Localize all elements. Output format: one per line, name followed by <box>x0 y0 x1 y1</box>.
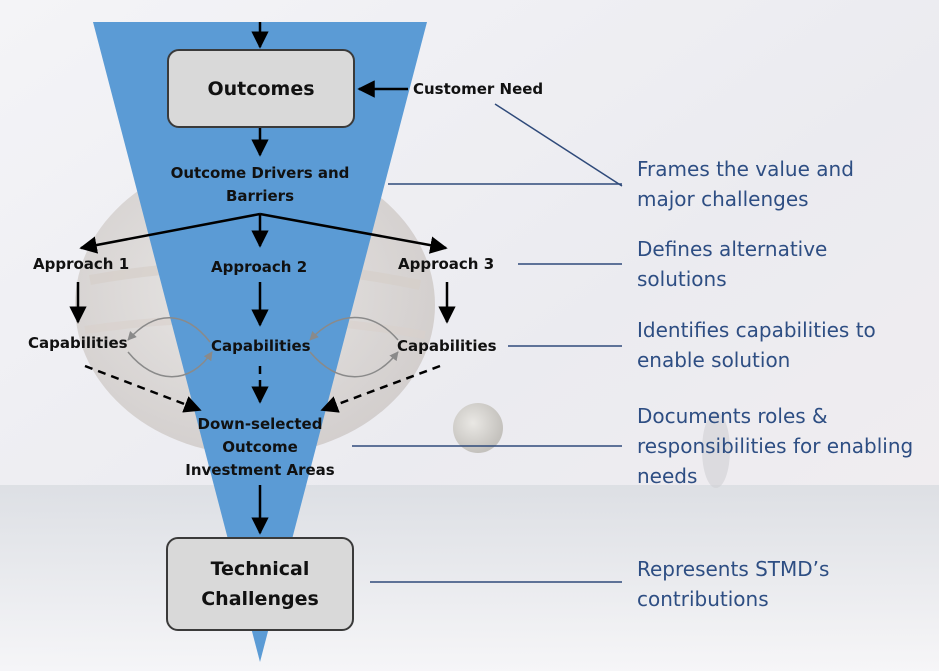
annotation-defines-solutions: Defines alternative solutions <box>637 234 827 294</box>
down-selected-line3: Investment Areas <box>185 461 335 479</box>
outcome-drivers-label: Outcome Drivers and Barriers <box>160 162 360 208</box>
exchange-arrow-right-lower <box>309 351 399 378</box>
approach-3-label: Approach 3 <box>398 255 495 273</box>
exchange-arrow-right-upper <box>309 316 399 341</box>
customer-need-label: Customer Need <box>413 80 544 98</box>
funnel-triangle <box>93 22 427 662</box>
capabilities-3-label: Capabilities <box>397 337 497 355</box>
exchange-arrow-left-upper <box>127 317 211 343</box>
outcomes-box: Outcomes <box>167 49 355 128</box>
annotation-frames-value: Frames the value and major challenges <box>637 154 854 214</box>
annotation-line: Frames the value and <box>637 157 854 181</box>
dashed-arrow-capabilities-1 <box>84 364 202 413</box>
annotation-line: contributions <box>637 587 769 611</box>
annotation-represents-stmd: Represents STMD’s contributions <box>637 554 829 614</box>
outcome-drivers-line2: Barriers <box>226 187 294 205</box>
arrow-to-approach-3 <box>259 212 448 254</box>
down-selected-line2: Outcome <box>222 438 298 456</box>
exchange-arrow-left-lower <box>127 351 213 378</box>
dashed-arrow-capabilities-3 <box>320 364 441 413</box>
technical-challenges-line1: Technical <box>210 558 310 580</box>
down-selected-label: Down-selected Outcome Investment Areas <box>170 413 350 482</box>
astronaut-graphic <box>702 412 730 488</box>
outcome-drivers-line1: Outcome Drivers and <box>170 164 350 182</box>
annotation-line: Documents roles & <box>637 404 828 428</box>
connector-customer-need <box>494 103 623 187</box>
technical-challenges-line2: Challenges <box>201 588 319 610</box>
capabilities-1-label: Capabilities <box>28 334 128 352</box>
annotation-line: needs <box>637 464 698 488</box>
outcomes-label: Outcomes <box>207 77 315 100</box>
annotation-line: major challenges <box>637 187 809 211</box>
annotation-line: Defines alternative <box>637 237 828 261</box>
approach-1-label: Approach 1 <box>33 255 130 273</box>
annotation-documents-roles: Documents roles & responsibilities for e… <box>637 401 913 491</box>
technical-challenges-box: Technical Challenges <box>166 537 354 631</box>
arrow-to-approach-1 <box>79 212 261 254</box>
annotation-line: Identifies capabilities to <box>637 318 876 342</box>
annotation-line: solutions <box>637 267 727 291</box>
annotation-line: responsibilities for enabling <box>637 434 914 458</box>
ground-graphic <box>0 485 939 671</box>
down-selected-line1: Down-selected <box>197 415 323 433</box>
annotation-line: enable solution <box>637 348 791 372</box>
approach-2-label: Approach 2 <box>211 258 308 276</box>
capabilities-2-label: Capabilities <box>211 337 311 355</box>
annotation-identifies-capabilities: Identifies capabilities to enable soluti… <box>637 315 876 375</box>
moon-graphic <box>453 403 503 453</box>
annotation-line: Represents STMD’s <box>637 557 830 581</box>
